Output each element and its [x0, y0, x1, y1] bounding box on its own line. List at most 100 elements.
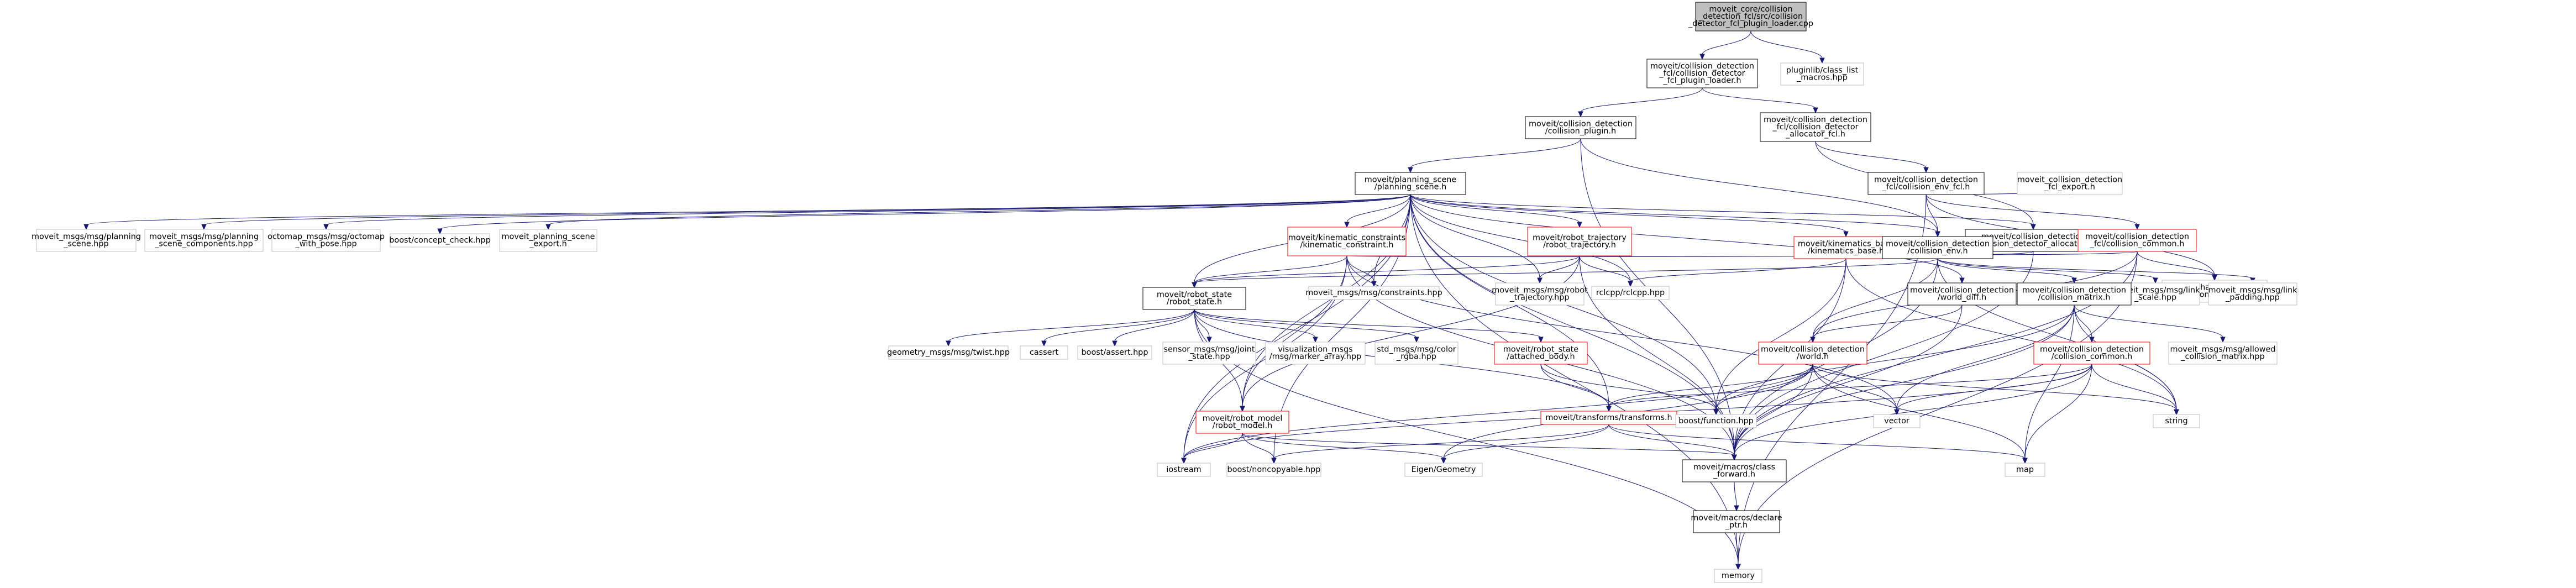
edge-line: [2074, 305, 2092, 338]
node-box: [1693, 510, 1780, 533]
edge-arrowhead: [1606, 406, 1612, 412]
graph-node-collision-env[interactable]: moveit/collision_detection/collision_env…: [1882, 236, 1993, 259]
node-label-line: _fcl_plugin_loader.h: [1663, 76, 1741, 85]
edge-line: [1410, 194, 1739, 565]
edge-robot-state-to-cassert: [1041, 309, 1195, 347]
graph-node-robot-trajectory[interactable]: moveit/robot_trajectory/robot_trajectory…: [1527, 227, 1632, 256]
edge-planning-scene-to-kinematic-constraint: [1344, 194, 1411, 228]
graph-node-transforms[interactable]: moveit/transforms/transforms.h: [1540, 411, 1677, 425]
node-label-line: moveit/macros/class: [1693, 463, 1775, 472]
edge-arrowhead: [1734, 505, 1739, 512]
edge-kinematic-constraint-to-robot-state: [1192, 255, 1347, 288]
graph-node-plugin-loader-h[interactable]: moveit/collision_detection_fcl/collision…: [1646, 59, 1758, 88]
graph-node-declare-ptr[interactable]: moveit/macros/declare_ptr.h: [1691, 510, 1782, 533]
node-box: [1226, 463, 1321, 477]
edge-collision-common-to-class-forward: [1732, 364, 2092, 461]
graph-node-class-forward[interactable]: moveit/macros/class_forward.h: [1682, 459, 1787, 482]
node-label-line: moveit/robot_state: [1157, 291, 1232, 300]
edge-line: [1194, 309, 1417, 338]
edge-line: [1410, 194, 1631, 282]
edge-line: [1702, 87, 1816, 109]
graph-node-collision-common-fcl[interactable]: moveit/collision_detection_fcl/collision…: [2077, 229, 2197, 252]
node-label-line: moveit_collision_detection: [2017, 176, 2122, 185]
edge-line: [1242, 433, 1274, 459]
node-label-line: moveit_msgs/msg/link: [2111, 286, 2201, 295]
graph-node-attached-body[interactable]: moveit/robot_state/attached_body.h: [1494, 342, 1588, 365]
edge-arrowhead: [1206, 337, 1212, 343]
edge-robot-trajectory-to-robot-trajectory-msg: [1537, 255, 1580, 284]
node-label-line: _detection_fcl/src/collision: [1698, 12, 1803, 21]
node-label-line: sensor_msgs/msg/joint: [1164, 345, 1255, 354]
graph-node-robot-state[interactable]: moveit/robot_state/robot_state.h: [1142, 287, 1246, 310]
edge-line: [1540, 364, 1609, 407]
edge-arrowhead: [2031, 224, 2036, 230]
node-label-line: _fcl/collision_detector: [1772, 123, 1858, 132]
node-box: [1142, 287, 1246, 310]
graph-node-planning-scene[interactable]: moveit/planning_scene/planning_scene.h: [1355, 172, 1466, 195]
node-box: [1675, 414, 1757, 428]
edge-line: [1702, 30, 1751, 55]
edge-arrowhead: [1713, 409, 1719, 416]
node-label-line: map: [2016, 465, 2034, 474]
node-label-line: _forward.h: [1713, 470, 1755, 479]
edge-arrowhead: [1699, 54, 1705, 60]
edge-line: [1812, 305, 1963, 338]
node-label-line: octomap_msgs/msg/octomap: [267, 233, 385, 242]
graph-node-collision-matrix[interactable]: moveit/collision_detection/collision_mat…: [2017, 282, 2132, 306]
node-box: [390, 233, 490, 248]
graph-node-kinematic-constraint[interactable]: moveit/kinematic_constraints/kinematic_c…: [1287, 227, 1407, 256]
node-label-line: moveit_msgs/msg/constraints.hpp: [1305, 288, 1442, 297]
node-box: [1494, 342, 1588, 365]
graph-node-collision-common[interactable]: moveit/collision_detection/collision_com…: [2033, 342, 2150, 365]
edge-arrowhead: [1732, 454, 1737, 461]
graph-node-robot-model[interactable]: moveit/robot_model/robot_model.h: [1195, 411, 1289, 434]
graph-node-joint-state: sensor_msgs/msg/joint_state.hpp: [1162, 342, 1256, 365]
edge-kinematics-base-to-rclcpp: [1628, 258, 1846, 287]
node-box: [1527, 227, 1632, 256]
node-label-line: _detector_fcl_plugin_loader.cpp: [1688, 19, 1813, 28]
graph-node-world-diff[interactable]: moveit/collision_detection/world_diff.h: [1907, 282, 2017, 306]
edge-line: [1194, 255, 1580, 284]
node-label-line: moveit/robot_state: [1503, 345, 1578, 354]
graph-node-allowed-collision-matrix: moveit_msgs/msg/allowed_collision_matrix…: [2168, 342, 2278, 365]
edge-planning-scene-to-collision-env: [1410, 194, 1940, 238]
node-label-line: _allocator_fcl.h: [1785, 130, 1845, 139]
node-box: [2017, 172, 2123, 195]
edge-arrowhead: [1843, 231, 1849, 238]
edge-arrowhead: [1577, 222, 1582, 228]
node-label-line: moveit/collision_detection: [1886, 240, 1990, 249]
edge-line: [1738, 194, 1927, 565]
graph-node-collision-env-fcl[interactable]: moveit/collision_detection_fcl/collision…: [1867, 172, 1985, 195]
edge-arrowhead: [1344, 222, 1350, 228]
graph-node-world[interactable]: moveit/collision_detection/world.h: [1758, 342, 1867, 365]
node-label-line: _state.hpp: [1188, 353, 1230, 361]
node-label-line: /collision_env.h: [1907, 247, 1968, 256]
node-label-line: /robot_state.h: [1167, 298, 1222, 307]
node-label-line: std_msgs/msg/color: [1377, 345, 1456, 354]
edge-robot-model-to-class-forward: [1242, 433, 1737, 461]
node-box: [2005, 463, 2045, 477]
graph-node-kinematics-base[interactable]: moveit/kinematics_base/kinematics_base.h: [1793, 236, 1898, 259]
node-label-line: moveit/collision_detection: [1764, 116, 1867, 124]
edge-line: [1443, 424, 1609, 459]
graph-node-collision-plugin[interactable]: moveit/collision_detection/collision_plu…: [1525, 116, 1636, 139]
node-box: [888, 345, 1009, 360]
edge-plugin-loader-h-to-detector-allocator-fcl: [1702, 87, 1818, 114]
edge-line: [1750, 30, 1823, 59]
graph-node-root[interactable]: moveit_core/collision_detection_fcl/src/…: [1688, 2, 1813, 32]
edge-robot-trajectory-to-robot-state: [1192, 255, 1580, 288]
edge-collision-env-fcl-to-collision-common-fcl: [1926, 194, 2140, 230]
edge-planning-scene-to-msg-planning-scene-components: [201, 194, 1411, 230]
edge-arrowhead: [1537, 277, 1543, 284]
edge-arrowhead: [2220, 337, 2226, 343]
node-label-line: boost/assert.hpp: [1082, 348, 1148, 357]
edge-line: [1242, 433, 1735, 456]
node-box: [1714, 569, 1762, 583]
node-box: [1077, 345, 1152, 360]
graph-node-detector-allocator-fcl[interactable]: moveit/collision_detection_fcl/collision…: [1760, 112, 1871, 142]
edge-arrowhead: [2212, 275, 2217, 281]
graph-node-msg-planning-scene: moveit_msgs/msg/planning_scene.hpp: [32, 229, 141, 252]
node-label-line: moveit/collision_detection: [1650, 62, 1754, 71]
edge-kinematic-constraint-to-constraints-hpp: [1346, 255, 1377, 287]
edge-arrowhead: [1819, 57, 1825, 64]
